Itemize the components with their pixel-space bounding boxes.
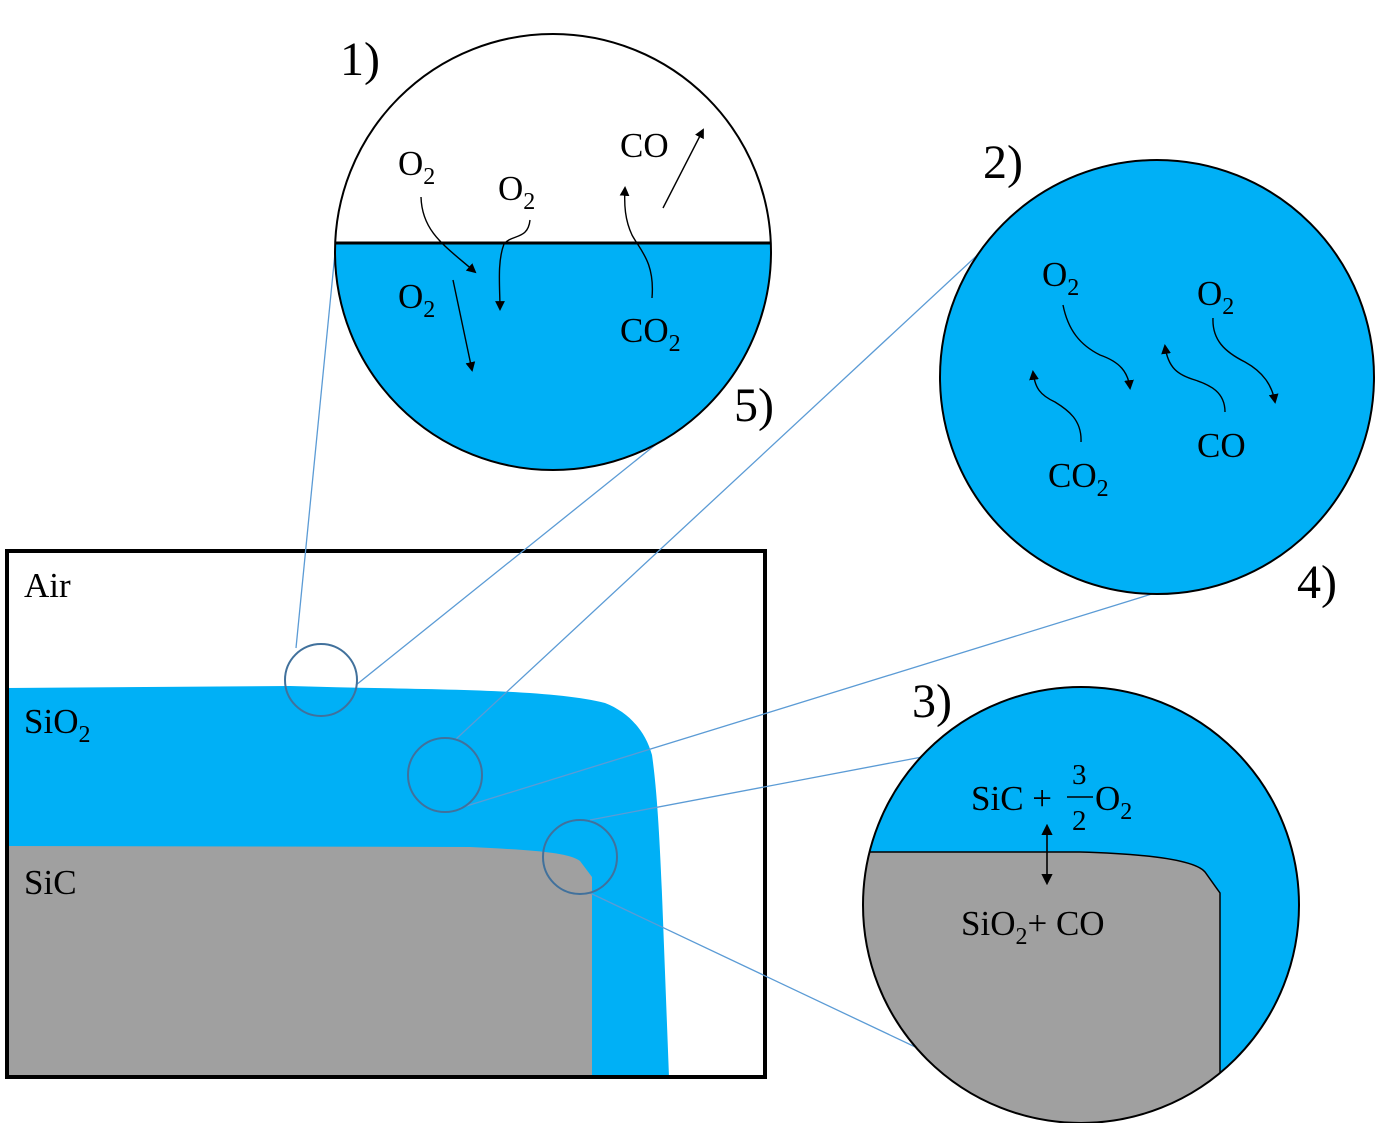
leader-line-1-right: [355, 424, 681, 686]
leader-line-2-bottom: [459, 592, 1156, 809]
callout-4: 4): [1297, 556, 1337, 609]
zoom-1-co2-oxide: CO2: [620, 311, 681, 357]
callout-5: 5): [734, 379, 774, 432]
leader-line-2-top: [454, 247, 986, 741]
zoom-3-reactant-o2: O2: [1095, 779, 1132, 825]
leader-line-1-left: [295, 252, 336, 649]
zoom-2-o2-arrow-right: [1212, 317, 1279, 404]
zoom-marker-3: [542, 819, 618, 895]
zoom-3-substrate: [863, 852, 1220, 1123]
zoom-marker-1: [284, 643, 358, 717]
zoom-3-products: SiO2+ CO: [961, 904, 1105, 950]
zoom-3-fraction-numerator: 3: [1072, 759, 1087, 791]
callout-2: 2): [983, 136, 1023, 189]
zoom-3-fraction-denominator: 2: [1072, 805, 1087, 837]
zoom-2-co-arrow: [1161, 344, 1226, 413]
zoom-2-co: CO: [1197, 426, 1246, 465]
o2-arrow-oxide: [452, 279, 476, 372]
zoom-3-border: [862, 686, 1300, 1123]
zoom-2-co2: CO2: [1048, 456, 1109, 502]
co2-arrow-up: [619, 186, 654, 299]
zoom-marker-2: [407, 737, 483, 813]
leader-line-3-top: [589, 756, 923, 821]
zoom-1-surface: O2 O2 O2 CO CO2: [334, 33, 772, 471]
zoom-1-border: [334, 33, 772, 471]
air-label: Air: [24, 566, 71, 605]
substrate-layer: [7, 846, 592, 1077]
zoom-3-reactant-sic: SiC +: [971, 779, 1052, 818]
zoom-2-o2-right: O2: [1197, 274, 1234, 320]
zoom-3-interface: SiC + 3 2 O2 SiO2+ CO: [862, 686, 1300, 1123]
main-cross-section: Air SiO2 SiC: [5, 549, 767, 1079]
zoom-markers: [284, 643, 618, 895]
o2-arrow-air-left: [420, 196, 477, 274]
zoom-1-arrows: [420, 128, 704, 372]
co-arrow-escape: [662, 128, 704, 209]
panel-border: [5, 549, 767, 1079]
o2-arrow-air-right: [495, 219, 531, 311]
zoom-2-o2-left: O2: [1042, 255, 1079, 301]
sic-label: SiC: [24, 863, 77, 902]
leader-line-3-bottom: [589, 892, 929, 1054]
zoom-2-co2-arrow: [1029, 370, 1082, 443]
sio2-label: SiO2: [24, 702, 90, 748]
zoom-3-interface-line: [863, 851, 1221, 1123]
zoom-2-background: [939, 159, 1375, 595]
zoom-2-oxide-bulk: O2 O2 CO2 CO: [939, 159, 1375, 595]
callout-3: 3): [912, 675, 952, 728]
zoom-1-o2-air-right: O2: [498, 169, 535, 215]
zoom-1-o2-oxide: O2: [398, 277, 435, 323]
callout-1: 1): [340, 33, 380, 86]
leader-lines: [295, 247, 1156, 1054]
zoom-1-co-air: CO: [620, 126, 669, 165]
zoom-2-arrows: [1029, 304, 1279, 443]
zoom-1-o2-air-left: O2: [398, 144, 435, 190]
zoom-2-o2-arrow-left: [1062, 304, 1134, 390]
